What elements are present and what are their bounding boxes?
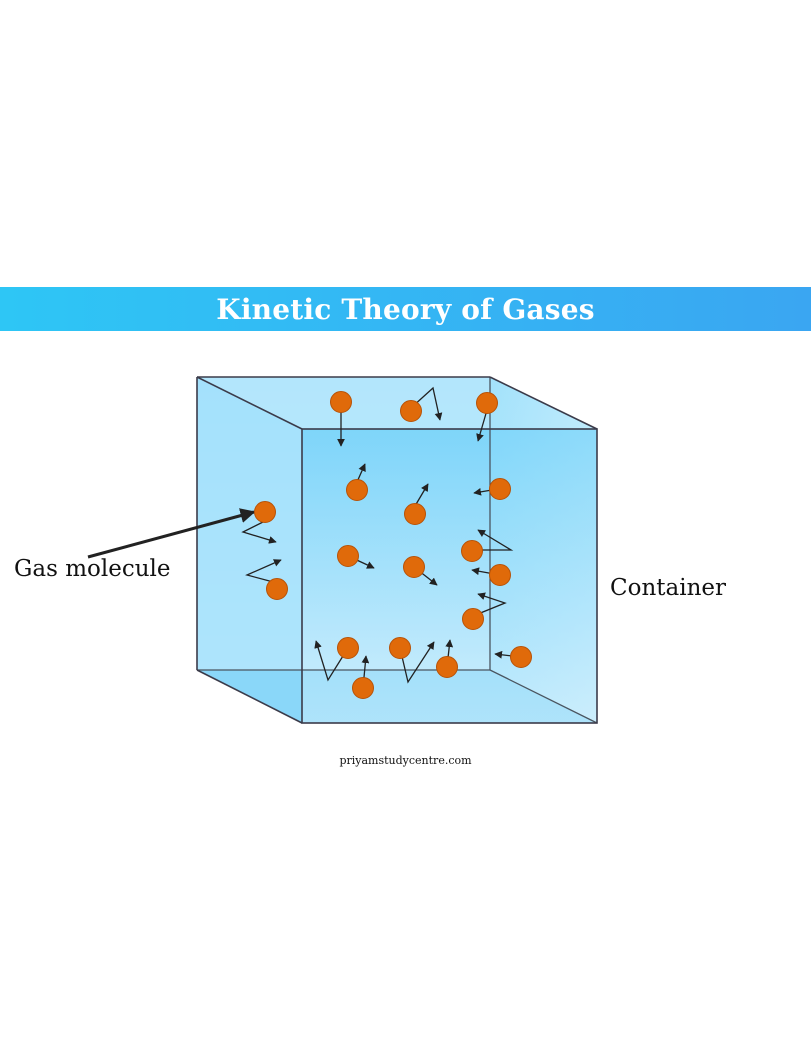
gas-molecule xyxy=(254,501,276,523)
gas-molecule xyxy=(337,637,359,659)
gas-molecules xyxy=(254,391,532,699)
gas-molecule-pointer xyxy=(87,508,256,559)
gas-molecule xyxy=(489,478,511,500)
container-label: Container xyxy=(610,575,726,601)
gas-molecule xyxy=(266,578,288,600)
gas-molecule xyxy=(403,556,425,578)
gas-molecule-label: Gas molecule xyxy=(14,556,171,582)
gas-molecule xyxy=(337,545,359,567)
gas-molecule xyxy=(404,503,426,525)
gas-molecule xyxy=(489,564,511,586)
title-banner: Kinetic Theory of Gases xyxy=(0,287,811,331)
gas-molecule xyxy=(330,391,352,413)
container-box xyxy=(196,376,598,724)
gas-molecule xyxy=(436,656,458,678)
gas-molecule xyxy=(400,400,422,422)
gas-molecule xyxy=(462,608,484,630)
gas-molecule xyxy=(461,540,483,562)
gas-molecule xyxy=(510,646,532,668)
gas-molecule xyxy=(352,677,374,699)
page-title: Kinetic Theory of Gases xyxy=(216,292,595,326)
gas-molecule xyxy=(346,479,368,501)
source-credit: priyamstudycentre.com xyxy=(339,754,472,767)
gas-molecule xyxy=(389,637,411,659)
gas-molecule xyxy=(476,392,498,414)
